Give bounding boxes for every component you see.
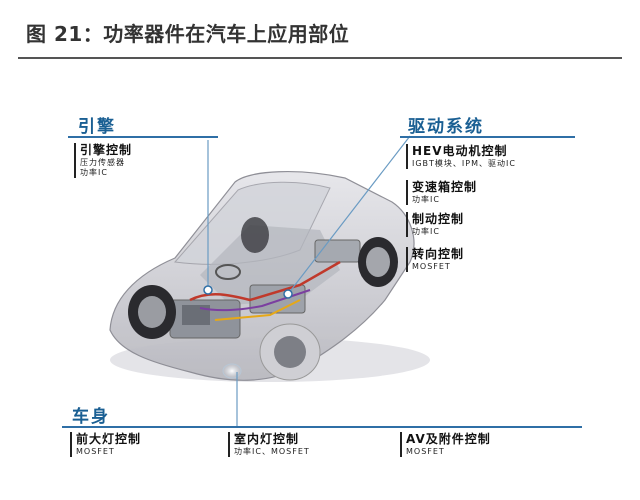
drive-item-steering: 转向控制 MOSFET <box>406 247 464 272</box>
drive-label-gearbox: 变速箱控制 <box>412 180 478 194</box>
body-item-headlight: 前大灯控制 MOSFET <box>70 432 141 457</box>
drive-sub-gearbox: 功率IC <box>412 195 440 204</box>
body-item-interior-light: 室内灯控制 功率IC、MOSFET <box>228 432 310 457</box>
wire-red <box>189 260 341 302</box>
body-label-interior-light: 室内灯控制 <box>234 432 300 446</box>
body-sub-interior-light: 功率IC、MOSFET <box>234 447 310 456</box>
drive-sub-brake: 功率IC <box>412 227 440 236</box>
title-divider <box>18 57 622 59</box>
rim-front-left <box>138 296 166 328</box>
drive-label-brake: 制动控制 <box>412 212 465 226</box>
drive-unit <box>249 284 306 314</box>
engine-node <box>203 285 213 295</box>
body-sub-headlight: MOSFET <box>76 447 115 456</box>
drive-item-gearbox: 变速箱控制 功率IC <box>406 180 477 205</box>
drive-sub-hev: IGBT模块、IPM、驱动IC <box>412 159 516 168</box>
engine-block-text: 引擎控制 压力传感器 功率IC <box>74 143 132 178</box>
body-heading: 车身 <box>72 407 110 427</box>
drive-sub-steering: MOSFET <box>412 262 451 271</box>
drive-item-hev: HEV电动机控制 IGBT模块、IPM、驱动IC <box>406 144 516 169</box>
drive-connector <box>287 135 411 295</box>
drive-node <box>283 289 293 299</box>
body-label-headlight: 前大灯控制 <box>76 432 142 446</box>
drive-label-hev: HEV电动机控制 <box>412 144 508 158</box>
headlight <box>222 363 242 379</box>
drive-label-steering: 转向控制 <box>412 247 465 261</box>
steering-wheel <box>215 264 241 280</box>
body-label-av: AV及附件控制 <box>406 432 491 446</box>
rim-rear-right <box>366 247 390 277</box>
engine-part <box>182 305 210 325</box>
drive-heading-rule <box>400 136 575 138</box>
engine-heading: 引擎 <box>78 117 116 137</box>
page-title: 图 21：功率器件在汽车上应用部位 <box>26 22 350 46</box>
wheel-rear-left <box>241 217 269 253</box>
wire-purple <box>199 289 311 312</box>
body-item-av: AV及附件控制 MOSFET <box>400 432 491 457</box>
body-sub-av: MOSFET <box>406 447 445 456</box>
drive-item-brake: 制动控制 功率IC <box>406 212 464 237</box>
car-interior <box>200 225 340 305</box>
engine-sub-pressure: 压力传感器 <box>80 158 125 167</box>
engine-control-label: 引擎控制 <box>80 143 133 157</box>
drive-heading: 驱动系统 <box>408 117 484 137</box>
wire-yellow <box>214 299 301 321</box>
rim-front-right <box>274 336 306 368</box>
engine-heading-rule <box>68 136 218 138</box>
engine-sub-power-ic: 功率IC <box>80 168 108 177</box>
body-heading-rule <box>62 426 582 428</box>
